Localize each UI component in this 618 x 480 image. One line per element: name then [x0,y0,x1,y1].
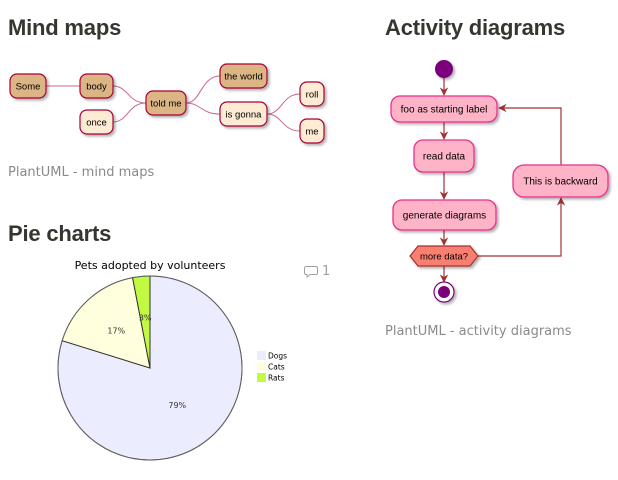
pie-title: Pets adopted by volunteers [75,259,226,272]
mindmap-node-body: body [79,73,114,99]
legend-swatch [257,373,266,382]
svg-text:body: body [86,82,107,93]
edge-backward-foo [498,103,562,165]
comment-count: 1 [322,264,331,279]
svg-text:roll: roll [306,90,319,101]
mindmap-node-toldme: told me [145,90,187,116]
legend-item-cats: Cats [257,362,285,372]
legend-swatch [257,351,266,360]
pie-label-rats: 3% [139,314,152,323]
legend-item-rats: Rats [257,373,285,383]
legend-item-dogs: Dogs [257,351,287,361]
edge-decision-backward [478,197,566,257]
mindmap-node-gonna: is gonna [219,101,268,127]
comment-icon [304,266,318,279]
mindmap-node-once: once [79,109,114,135]
activity-caption: PlantUML - activity diagrams [385,324,572,339]
step-generate-diagrams: generate diagrams [392,199,497,231]
step-this-is-backward: This is backward [512,164,609,198]
mindmap-node-me: me [299,118,325,144]
svg-text:generate diagrams: generate diagrams [403,211,486,222]
activity-heading: Activity diagrams [385,15,566,40]
legend-label: Cats [268,363,285,372]
mindmap-heading: Mind maps [8,15,122,40]
svg-text:is gonna: is gonna [226,110,263,121]
mindmap-node-world: the world [219,63,268,89]
svg-text:foo as starting label: foo as starting label [401,105,488,116]
legend-swatch [257,362,266,371]
activity-diagram: foo as starting label read data generate… [390,60,609,303]
svg-text:me: me [305,127,318,138]
step-read-data: read data [413,139,475,173]
svg-text:This is backward: This is backward [523,177,597,188]
svg-text:the world: the world [224,72,263,83]
pie-chart: Pets adopted by volunteers 79% 17% 3% Dogs… [57,259,287,461]
decision-more-data: more data? [409,245,479,267]
legend-label: Rats [268,374,285,383]
end-node [433,281,455,303]
step-start-label: foo as starting label [390,95,498,123]
edge-body-toldme [112,85,147,104]
svg-text:once: once [86,118,107,129]
mindmap-caption: PlantUML - mind maps [8,165,155,180]
start-node [435,60,453,78]
svg-text:more data?: more data? [420,252,468,263]
svg-text:read data: read data [423,152,466,163]
mindmap-diagram: Some body once told me the world is gonna roll… [9,63,325,144]
pie-heading: Pie charts [8,221,112,246]
mindmap-node-roll: roll [299,81,325,107]
edge-toldme-gonna [185,102,221,115]
pie-label-dogs: 79% [168,401,186,410]
pie-outline [57,275,243,461]
svg-text:told me: told me [150,99,181,110]
svg-text:Some: Some [16,82,41,93]
edge-gonna-roll [266,93,301,115]
edge-once-toldme [112,102,147,123]
edge-gonna-me [266,113,301,132]
legend-label: Dogs [268,352,287,361]
mindmap-node-some: Some [9,73,47,99]
pie-label-cats: 17% [107,326,125,335]
comment-button[interactable]: 1 [304,264,330,279]
edge-toldme-world [185,75,221,104]
